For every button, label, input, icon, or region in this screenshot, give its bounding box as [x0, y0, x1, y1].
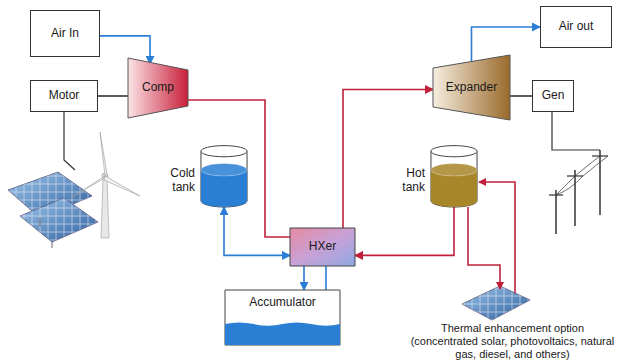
output-box: Air out [540, 6, 612, 48]
flow-connector [100, 36, 150, 64]
flow-connector [355, 207, 454, 255]
node-label: Accumulator [249, 296, 316, 310]
flow-connector [325, 266, 327, 290]
flow-connector [224, 207, 290, 255]
caption-note: Thermal enhancement option (concentrated… [410, 322, 615, 362]
node-label: Air out [559, 20, 594, 34]
hot-tank-outline [430, 145, 478, 207]
cold-tank-outline [200, 145, 248, 207]
node-label: Expander [446, 81, 497, 95]
node-label: Gen [542, 89, 565, 103]
expander: Expander [433, 55, 510, 120]
flow-connector [303, 266, 305, 290]
renewable-sources [8, 96, 140, 248]
power-grid [549, 112, 608, 234]
cold-tank: Cold tank [200, 145, 248, 207]
accumulator: Accumulator [225, 290, 340, 345]
flow-connector [188, 100, 290, 237]
motor-box: Motor [30, 80, 98, 112]
node-label: Comp [142, 81, 174, 95]
generator-box: Gen [532, 80, 574, 112]
compressor: Comp [128, 58, 188, 118]
node-label: HXer [309, 240, 336, 254]
flow-connector [510, 95, 532, 97]
tank-label: Cold tank [155, 167, 195, 195]
heat-exchanger: HXer [290, 228, 355, 266]
flow-connector [98, 95, 128, 97]
tank-label: Hot tank [385, 167, 425, 195]
node-label: Air In [51, 27, 79, 41]
node-label: Motor [49, 89, 80, 103]
hot-tank: Hot tank [430, 145, 478, 207]
flow-connector [343, 90, 433, 229]
input-box: Air In [30, 10, 100, 57]
